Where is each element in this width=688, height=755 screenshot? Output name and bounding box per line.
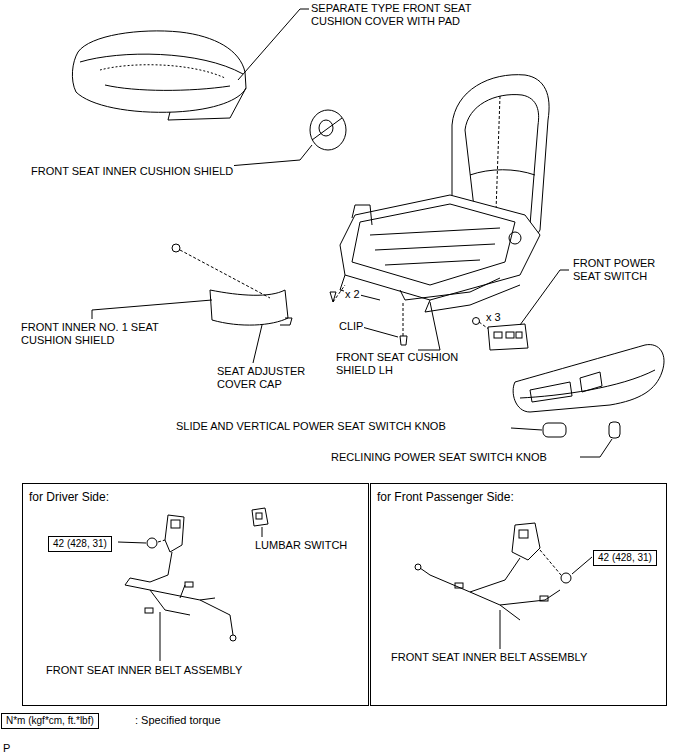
part-name: FRONT INNER NO. 1 SEAT CUSHION SHIELD	[20, 321, 172, 347]
torque-box: 42 (428, 31)	[48, 536, 112, 552]
part-name: FRONT SEAT INNER BELT ASSEMBLY	[45, 664, 243, 677]
part-name: CLIP	[338, 320, 364, 333]
part-name: FRONT SEAT CUSHION SHIELD LH	[335, 351, 477, 377]
quantity: x 3	[485, 311, 502, 324]
part-name: SEAT ADJUSTER COVER CAP	[216, 365, 323, 391]
node-text: for Driver Side:	[29, 490, 109, 504]
part-name: FRONT SEAT INNER BELT ASSEMBLY	[390, 651, 588, 664]
part-name: SLIDE AND VERTICAL POWER SEAT SWITCH KNO…	[175, 420, 447, 433]
part-name: FRONT POWER SEAT SWITCH	[572, 257, 669, 283]
quantity: x 2	[344, 288, 361, 301]
part-name: FRONT SEAT INNER CUSHION SHIELD	[30, 165, 234, 178]
passenger-side-panel: for Front Passenger Side: 42 (428, 31)	[370, 483, 667, 706]
page-mark: P	[2, 742, 11, 755]
torque-legend-box: N*m (kgf*cm, ft.*lbf)	[1, 713, 99, 729]
node-text: 42 (428, 31)	[53, 538, 107, 549]
node-text: 42 (428, 31)	[598, 552, 652, 563]
part-name: RECLINING POWER SEAT SWITCH KNOB	[330, 451, 548, 464]
part-name: SEPARATE TYPE FRONT SEAT CUSHION COVER W…	[310, 2, 490, 28]
legend-note: : Specified torque	[134, 714, 222, 727]
node-text: N*m (kgf*cm, ft.*lbf)	[6, 715, 94, 726]
node-text: for Front Passenger Side:	[377, 490, 514, 504]
torque-box: 42 (428, 31)	[593, 550, 657, 566]
part-name: LUMBAR SWITCH	[254, 539, 348, 552]
